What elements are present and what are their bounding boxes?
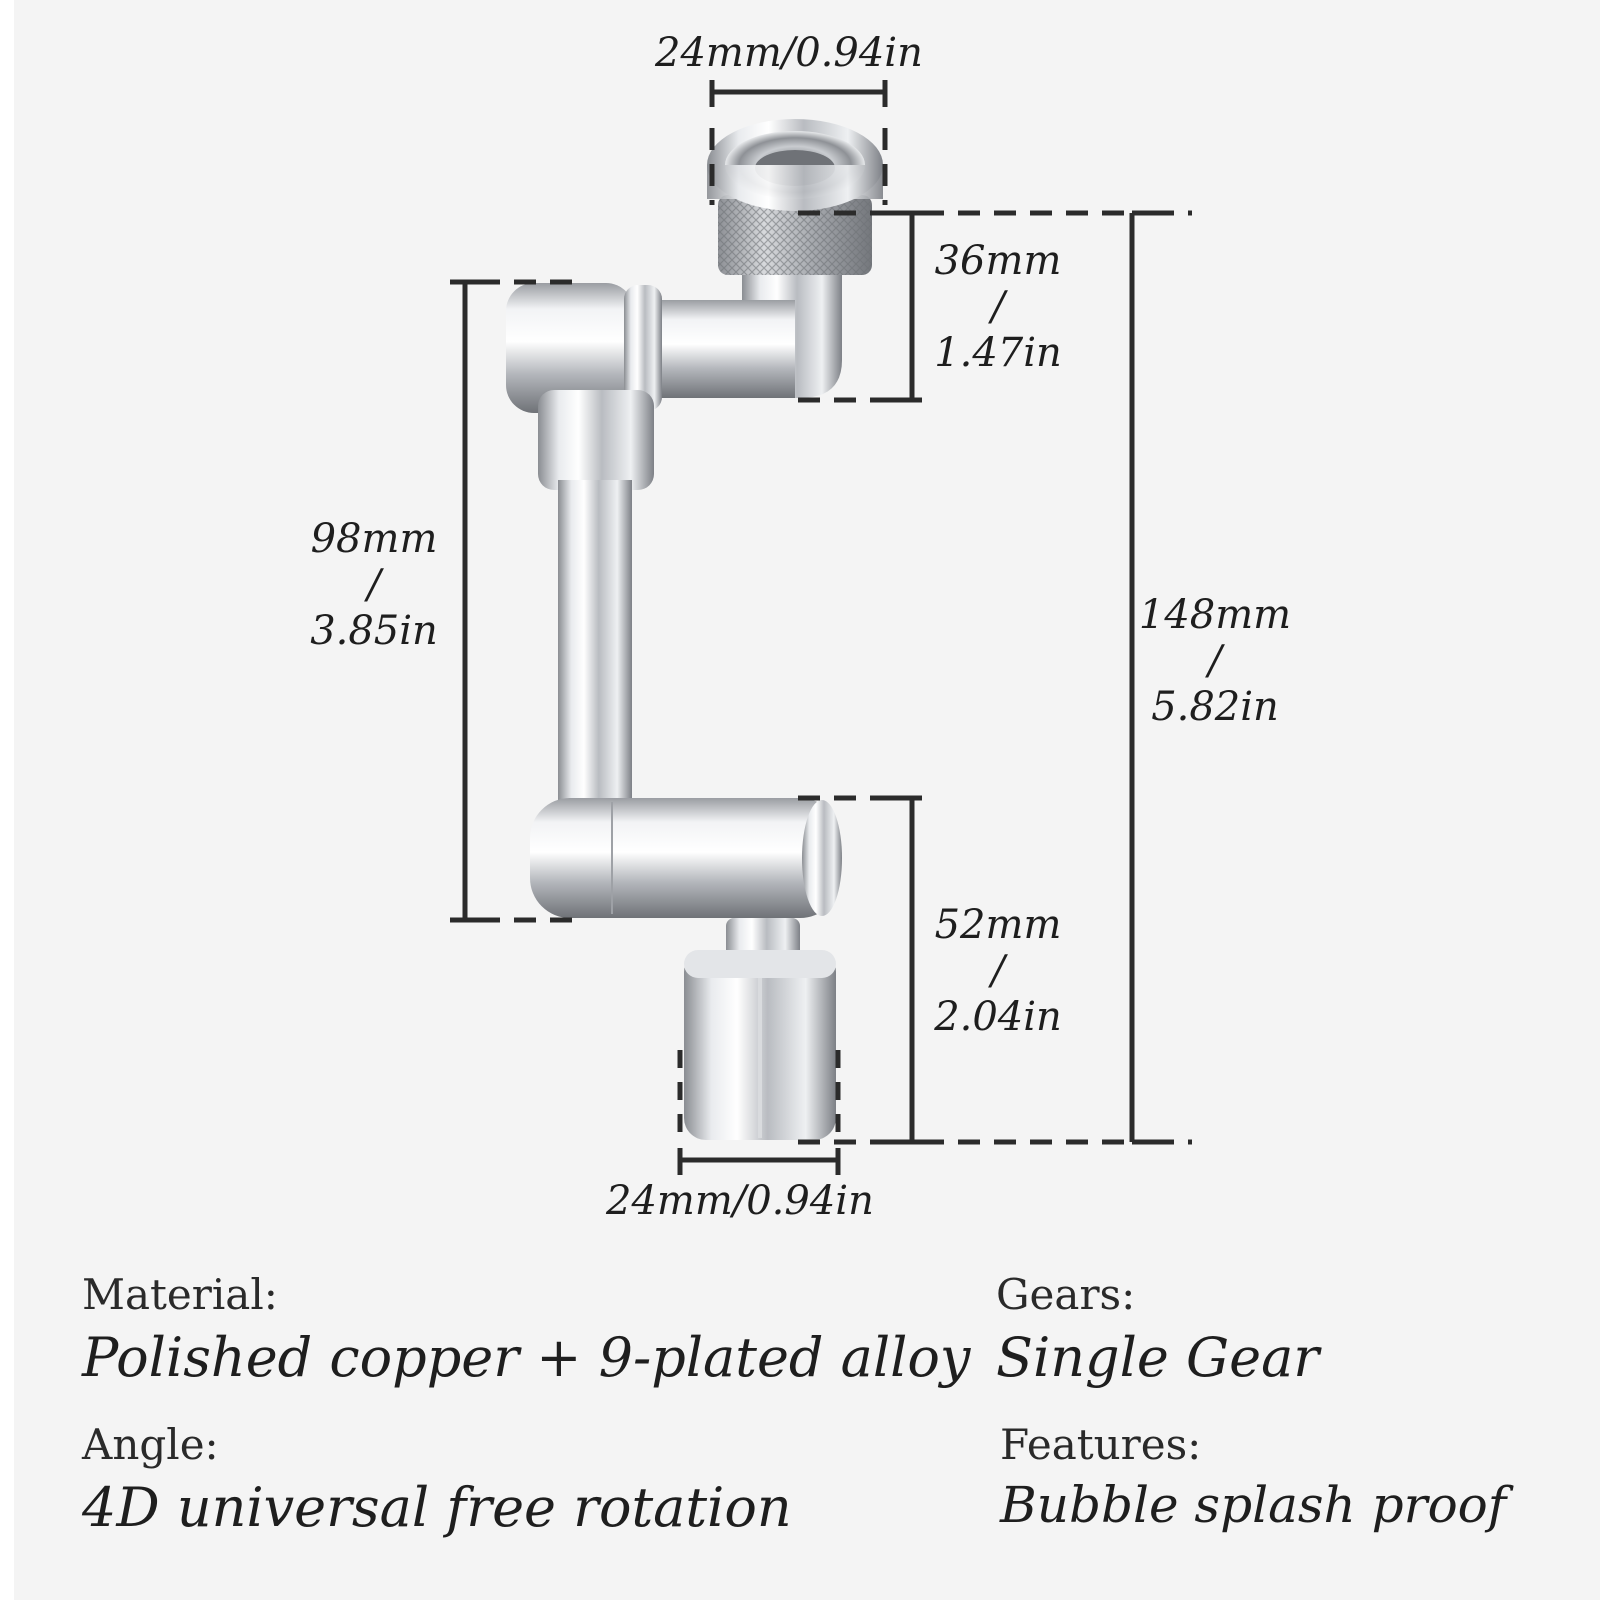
nozzle-height-mm: 52mm — [934, 902, 1062, 948]
angle-label: Angle: — [82, 1420, 219, 1469]
arm-height-mm: 98mm — [310, 516, 438, 562]
arm-height-dimension — [450, 279, 578, 923]
connector-height-label: 36mm / 1.47in — [928, 238, 1068, 376]
total-height-dimension — [922, 210, 1192, 1145]
total-height-in: 5.82in — [1151, 684, 1279, 730]
total-height-label: 148mm / 5.82in — [1130, 592, 1300, 730]
nozzle-height-label: 52mm / 2.04in — [928, 902, 1068, 1040]
total-height-sep: / — [1208, 638, 1222, 684]
lower-swivel-joint — [530, 798, 840, 918]
dimension-lines — [450, 80, 1192, 1175]
arm-height-in: 3.85in — [310, 608, 438, 654]
elbow-horizontal — [655, 300, 795, 398]
top-width-label: 24mm/0.94in — [655, 30, 923, 76]
nozzle-height-in: 2.04in — [934, 994, 1062, 1040]
nozzle-stem — [726, 918, 800, 958]
connector-height-sep: / — [991, 284, 1005, 330]
angle-value: 4D universal free rotation — [82, 1476, 792, 1539]
bottom-width-label: 24mm/0.94in — [606, 1178, 874, 1224]
connector-height-in: 1.47in — [934, 330, 1062, 376]
faucet-body — [506, 119, 883, 1140]
vertical-tube — [558, 480, 632, 820]
top-width-dimension — [709, 80, 888, 205]
connector-height-dimension — [798, 210, 922, 403]
gears-label: Gears: — [996, 1270, 1136, 1319]
gears-value: Single Gear — [996, 1326, 1320, 1389]
nozzle-height-sep: / — [991, 948, 1005, 994]
connector-height-mm: 36mm — [934, 238, 1062, 284]
total-height-mm: 148mm — [1138, 592, 1292, 638]
top-swivel-ring — [624, 285, 662, 411]
nozzle-height-dimension — [798, 795, 922, 1145]
arm-height-sep: / — [367, 562, 381, 608]
material-label: Material: — [82, 1270, 278, 1319]
bottom-width-dimension — [677, 1050, 841, 1175]
arm-height-label: 98mm / 3.85in — [304, 516, 444, 654]
material-value: Polished copper + 9-plated alloy — [82, 1326, 971, 1389]
top-swivel-joint — [506, 283, 634, 413]
features-value: Bubble splash proof — [1000, 1476, 1507, 1534]
features-label: Features: — [1000, 1420, 1202, 1469]
upper-neck — [538, 390, 654, 490]
